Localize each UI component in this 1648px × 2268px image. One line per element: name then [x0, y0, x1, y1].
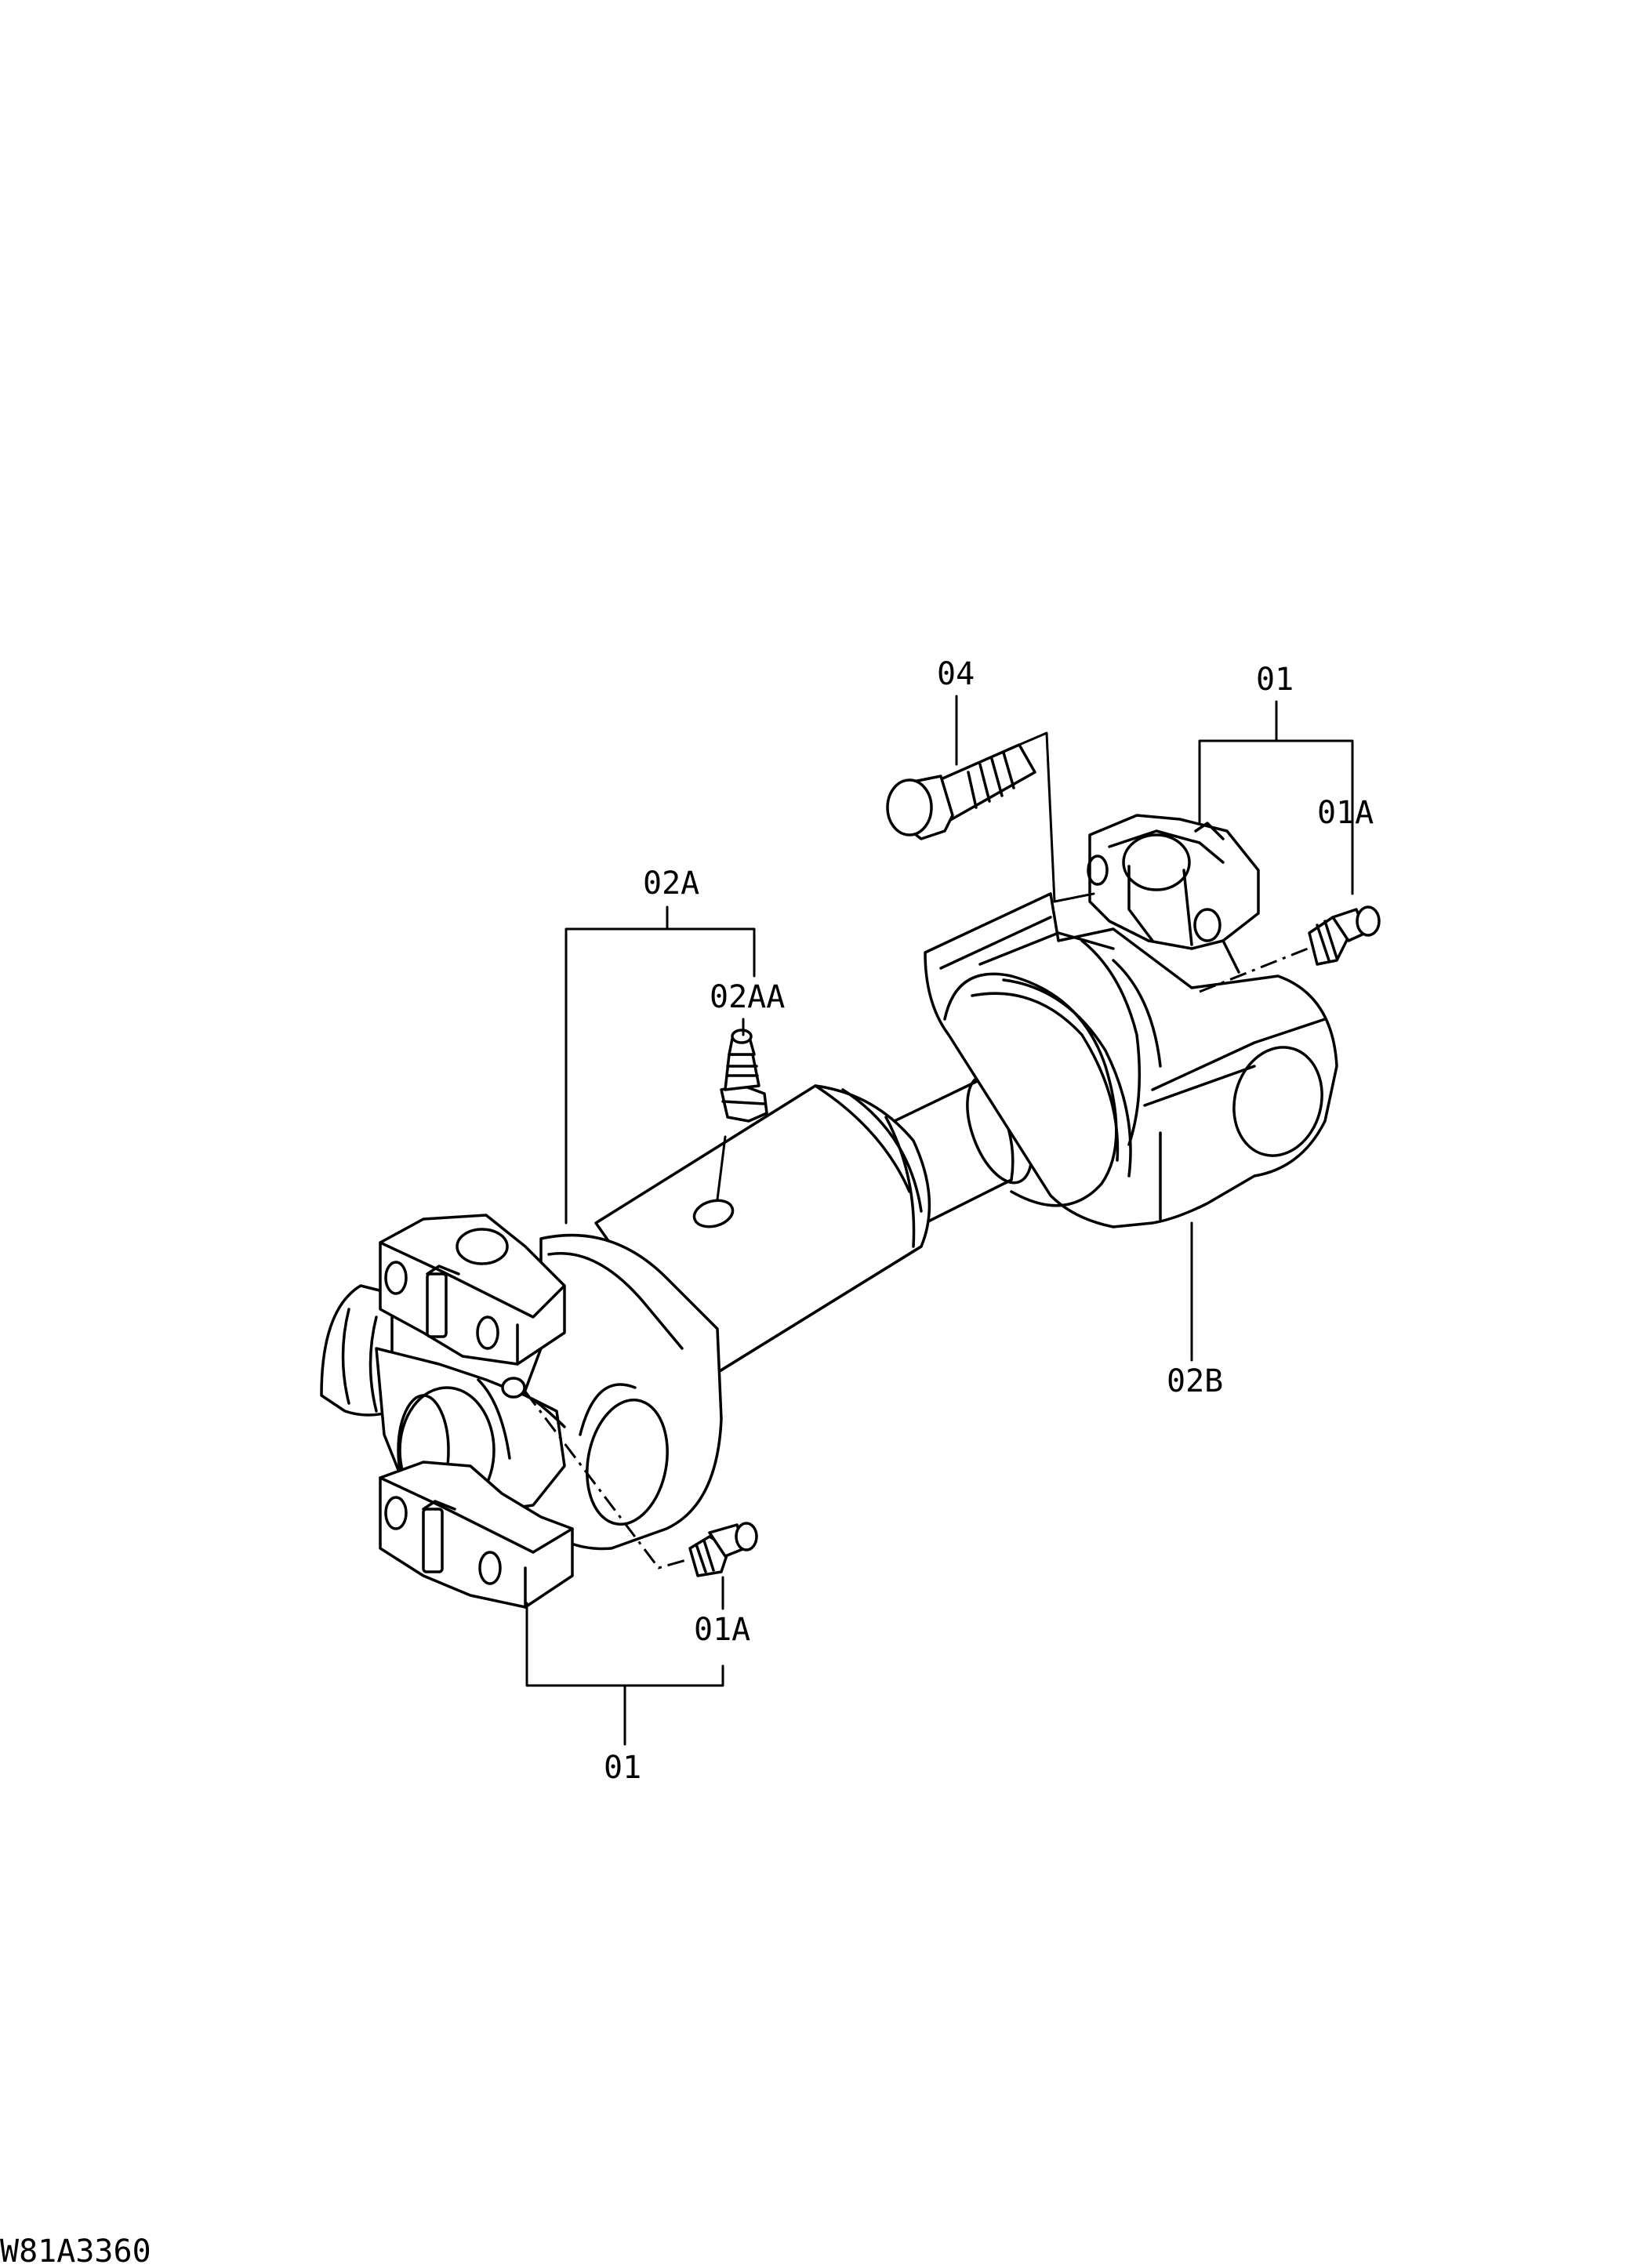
bolt-part [886, 743, 1036, 840]
callout-joint-left: 01 [604, 1750, 641, 1786]
right-yoke [924, 892, 1338, 1228]
centerline-left-nipple [524, 1391, 687, 1569]
centerline-right-nipple [1199, 947, 1309, 993]
grease-nipple-shaft [720, 1029, 768, 1123]
left-cross-spider [320, 1284, 566, 1538]
grease-nipple-left [688, 1522, 758, 1577]
right-bearing-cap [1087, 814, 1260, 974]
figure-code: W81A3360 [0, 2234, 151, 2268]
callout-bolt: 04 [937, 656, 975, 692]
grease-nipple-right [1308, 905, 1381, 966]
callout-nipple-left: 01A [694, 1612, 750, 1648]
leader-lines [525, 695, 1354, 1746]
left-upper-bearing-cap [379, 1214, 566, 1366]
callout-joint-right: 01 [1256, 662, 1294, 698]
callout-yoke-right: 02B [1167, 1363, 1223, 1399]
left-lower-bearing-cap [379, 1461, 574, 1609]
callout-nipple-shaft: 02AA [710, 979, 785, 1015]
callout-shaft-assembly: 02A [643, 865, 699, 902]
callout-nipple-right: 01A [1317, 795, 1374, 831]
